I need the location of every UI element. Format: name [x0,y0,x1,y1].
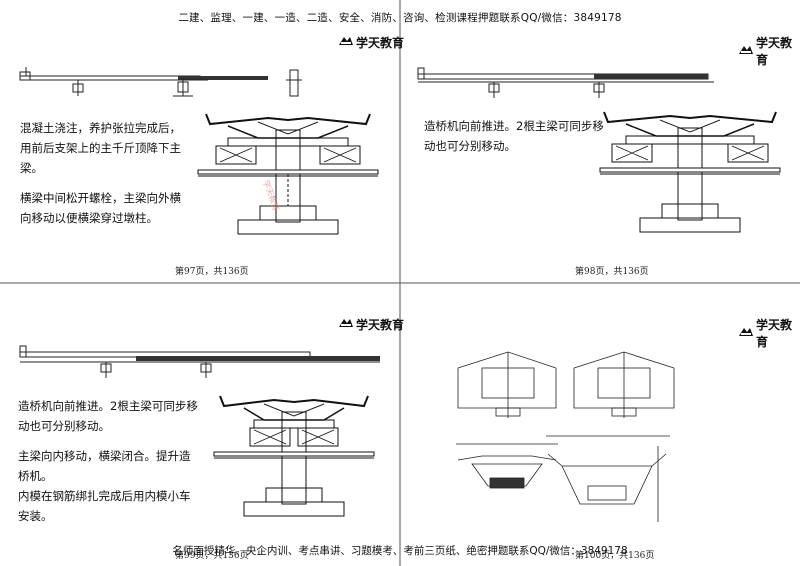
panel-3-paragraph: 主梁向内移动，横梁闭合。提升造桥机。 内模在钢筋绑扎完成后用内模小车安装。 [18,449,191,523]
logo: 学天教育 [738,316,800,350]
panel-3-text: 造桥机向前推进。2根主梁可同步移动也可分别移动。 主梁向内移动，横梁闭合。提升造… [18,396,200,536]
bridge-cross-section-drawing [213,395,375,517]
panel-2-text: 造桥机向前推进。2根主梁可同步移动也可分别移动。 [424,116,604,166]
logo: 学天教育 [338,316,404,333]
bridge-cross-section-drawing [197,113,379,235]
panel-4-page-number: 第100页，共136页 [575,551,655,561]
panel-1-paragraph: 混凝土浇注，养护张拉完成后，用前后支架上的主千斤顶降下主梁。 [20,121,181,175]
bridge-side-elevation-drawing [19,67,302,97]
bridge-side-elevation-drawing [417,67,714,98]
bridge-cross-section-drawing [599,111,781,233]
logo: 学天教育 [738,34,800,68]
panel-3-page-number: 第99页，共136页 [175,551,249,561]
panel-1-text: 混凝土浇注，养护张拉完成后，用前后支架上的主千斤顶降下主梁。 横梁中间松开螺栓，… [20,118,190,238]
xuetian-logo-icon [738,326,754,341]
xuetian-logo-icon [338,317,354,332]
panel-1-paragraph: 横梁中间松开螺栓，主梁向外横向移动以便横梁穿过墩柱。 [20,191,181,225]
xuetian-logo-icon [338,35,354,50]
logo-text: 学天教育 [356,36,405,50]
logo: 学天教育 [338,34,404,51]
xuetian-logo-icon [738,44,754,59]
panel-1-page-number: 第97页，共136页 [175,267,249,277]
formwork-section-drawings [456,351,675,522]
bridge-side-elevation-drawing [19,345,380,378]
footer-contact-text: 名师面授精华、央企内训、考点串讲、习题模考、考前三页纸、绝密押题联系QQ/微信：… [172,545,628,557]
logo-text: 学天教育 [756,36,793,67]
logo-text: 学天教育 [756,318,793,349]
panel-2-paragraph: 造桥机向前推进。2根主梁可同步移动也可分别移动。 [424,119,604,153]
panel-3-paragraph: 造桥机向前推进。2根主梁可同步移动也可分别移动。 [18,399,198,433]
header-contact-text: 二建、监理、一建、一造、二造、安全、消防、咨询、检测课程押题联系QQ/微信：38… [178,12,622,24]
panel-2-page-number: 第98页，共136页 [575,267,649,277]
logo-text: 学天教育 [356,318,405,332]
